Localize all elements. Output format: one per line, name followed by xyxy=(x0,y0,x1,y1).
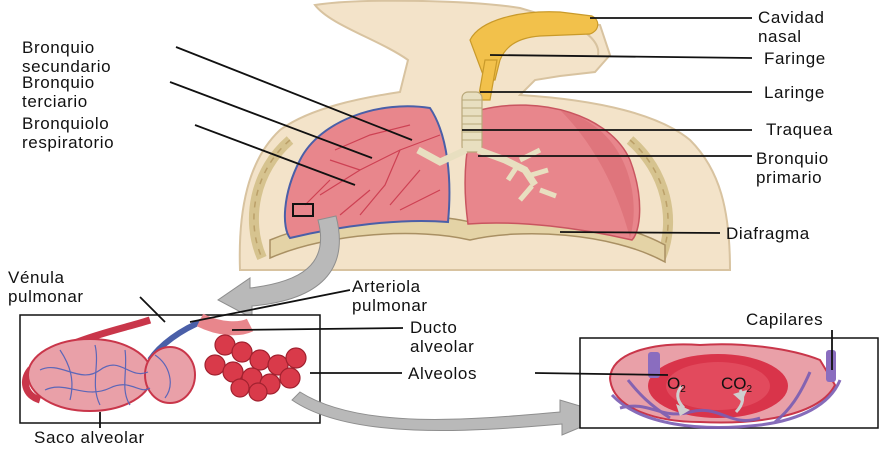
label-arteriola-pulmonar-line2: pulmonar xyxy=(352,296,428,315)
label-laringe: Laringe xyxy=(764,83,825,102)
zoom-arrow-2 xyxy=(292,392,610,435)
label-ducto-alveolar: Ducto alveolar xyxy=(410,318,474,356)
label-bronquio-terciario-line1: Bronquio xyxy=(22,73,95,92)
label-cavidad-nasal: Cavidad nasal xyxy=(758,8,825,46)
label-saco-alveolar: Saco alveolar xyxy=(34,428,145,447)
label-cavidad-nasal-line1: Cavidad xyxy=(758,8,825,27)
label-bronquio-primario-line2: primario xyxy=(756,168,829,187)
label-co2: CO2 xyxy=(721,374,752,395)
label-o2-base: O xyxy=(667,374,680,393)
label-diafragma: Diafragma xyxy=(726,224,810,243)
label-capilares: Capilares xyxy=(746,310,823,329)
label-bronquiolo-respiratorio-line1: Bronquiolo xyxy=(22,114,114,133)
label-o2-subscript: 2 xyxy=(680,384,686,395)
label-traquea: Traquea xyxy=(766,120,833,139)
label-bronquio-terciario-line2: terciario xyxy=(22,92,95,111)
label-arteriola-pulmonar: Arteriola pulmonar xyxy=(352,277,428,315)
label-venula-pulmonar: Vénula pulmonar xyxy=(8,268,84,306)
label-bronquio-secundario-line1: Bronquio xyxy=(22,38,111,57)
label-ducto-alveolar-line2: alveolar xyxy=(410,337,474,356)
label-bronquiolo-respiratorio: Bronquiolo respiratorio xyxy=(22,114,114,152)
label-venula-pulmonar-line2: pulmonar xyxy=(8,287,84,306)
label-co2-base: CO xyxy=(721,374,747,393)
label-bronquiolo-respiratorio-line2: respiratorio xyxy=(22,133,114,152)
label-bronquio-primario: Bronquio primario xyxy=(756,149,829,187)
label-ducto-alveolar-line1: Ducto xyxy=(410,318,474,337)
label-bronquio-secundario: Bronquio secundario xyxy=(22,38,111,76)
label-faringe: Faringe xyxy=(764,49,826,68)
label-venula-pulmonar-line1: Vénula xyxy=(8,268,84,287)
label-bronquio-terciario: Bronquio terciario xyxy=(22,73,95,111)
label-alveolos: Alveolos xyxy=(408,364,477,383)
label-bronquio-primario-line1: Bronquio xyxy=(756,149,829,168)
label-arteriola-pulmonar-line1: Arteriola xyxy=(352,277,428,296)
label-cavidad-nasal-line2: nasal xyxy=(758,27,825,46)
label-co2-subscript: 2 xyxy=(747,384,753,395)
label-o2: O2 xyxy=(667,374,686,395)
